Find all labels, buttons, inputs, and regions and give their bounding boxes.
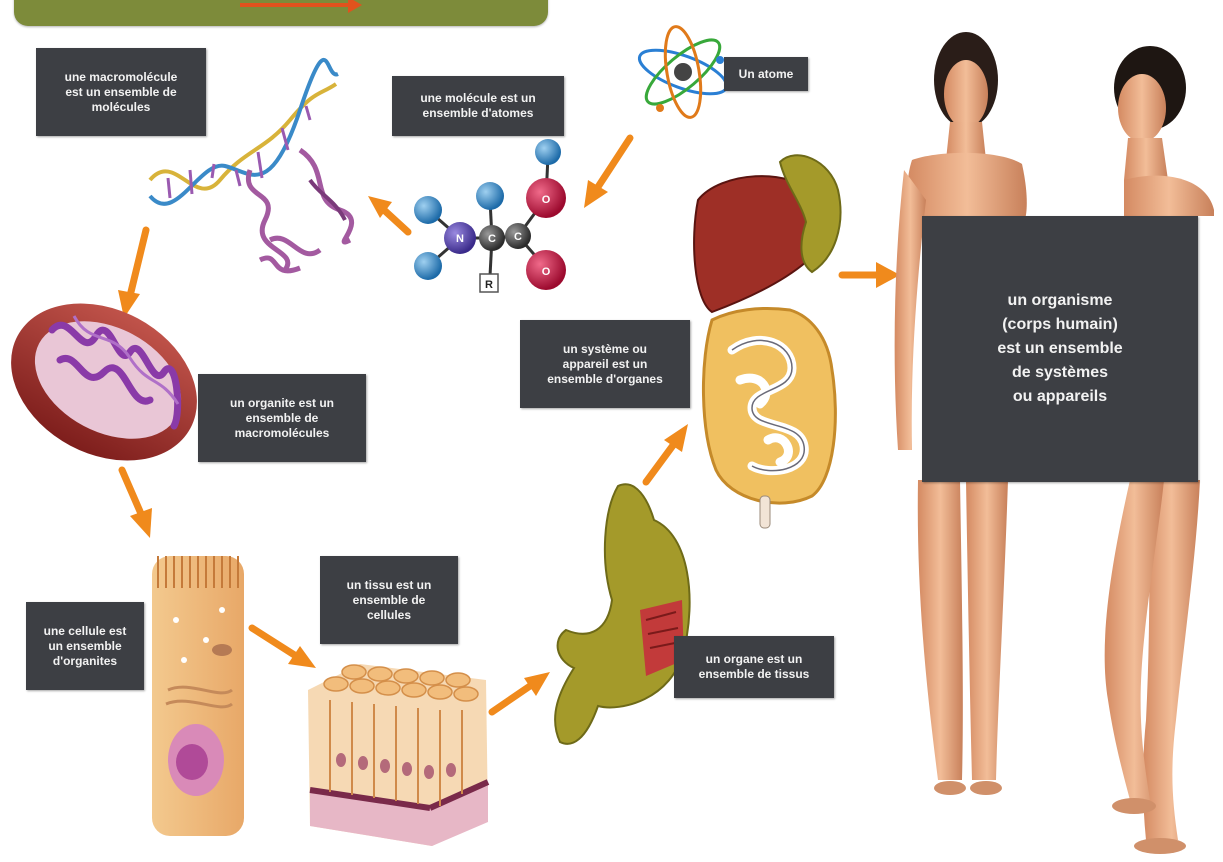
label-cellule-line3: d'organites bbox=[53, 654, 117, 669]
label-systeme-line1: un système ou bbox=[563, 342, 647, 357]
label-tissu-line1: un tissu est un bbox=[347, 578, 432, 593]
label-tissu-line2: ensemble de bbox=[353, 593, 426, 608]
tissue-illustration bbox=[308, 664, 488, 846]
label-organite-line1: un organite est un bbox=[230, 396, 334, 411]
label-molecule-line1: une molécule est un bbox=[420, 91, 535, 106]
label-organisme: un organisme (corps humain) est un ensem… bbox=[922, 216, 1198, 482]
label-organisme-line5: ou appareils bbox=[1013, 385, 1107, 409]
label-organe-line1: un organe est un bbox=[706, 652, 803, 667]
label-organite-line3: macromolécules bbox=[235, 426, 330, 441]
label-systeme-line3: ensemble d'organes bbox=[547, 372, 663, 387]
label-cellule-line1: une cellule est bbox=[44, 624, 127, 639]
label-organite-line2: ensemble de bbox=[246, 411, 319, 426]
label-atome: Un atome bbox=[724, 57, 808, 91]
label-systeme: un système ou appareil est un ensemble d… bbox=[520, 320, 690, 408]
atom-letter-c2: C bbox=[514, 231, 522, 243]
label-organite: un organite est un ensemble de macromolé… bbox=[198, 374, 366, 462]
label-organe: un organe est un ensemble de tissus bbox=[674, 636, 834, 698]
label-macromolecule: une macromolécule est un ensemble de mol… bbox=[36, 48, 206, 136]
label-macromolecule-line1: une macromolécule bbox=[65, 70, 178, 85]
cell-illustration bbox=[152, 556, 244, 836]
atom-letter-r: R bbox=[485, 279, 493, 291]
label-molecule: une molécule est un ensemble d'atomes bbox=[392, 76, 564, 136]
atom-illustration bbox=[634, 24, 731, 120]
label-tissu-line3: cellules bbox=[367, 608, 411, 623]
mitochondrion-illustration bbox=[0, 272, 224, 491]
atom-letter-c1: C bbox=[488, 233, 496, 245]
label-macromolecule-line2: est un ensemble de bbox=[65, 85, 176, 100]
label-organisme-line3: est un ensemble bbox=[997, 337, 1122, 361]
atom-letter-o1: O bbox=[542, 194, 551, 206]
stomach-illustration bbox=[555, 484, 690, 744]
digestive-system-illustration bbox=[694, 155, 840, 528]
label-organisme-line4: de systèmes bbox=[1012, 361, 1108, 385]
label-atome-line1: Un atome bbox=[739, 67, 794, 81]
label-organisme-line2: (corps humain) bbox=[1002, 313, 1118, 337]
label-cellule: une cellule est un ensemble d'organites bbox=[26, 602, 144, 690]
label-cellule-line2: un ensemble bbox=[48, 639, 121, 654]
atom-letter-o2: O bbox=[542, 266, 551, 278]
molecule-illustration: R N C C O O bbox=[414, 139, 566, 292]
label-tissu: un tissu est un ensemble de cellules bbox=[320, 556, 458, 644]
atom-letter-n: N bbox=[456, 233, 464, 245]
label-systeme-line2: appareil est un bbox=[563, 357, 648, 372]
label-macromolecule-line3: molécules bbox=[92, 100, 151, 115]
label-molecule-line2: ensemble d'atomes bbox=[423, 106, 534, 121]
label-organe-line2: ensemble de tissus bbox=[699, 667, 810, 682]
label-organisme-line1: un organisme bbox=[1008, 289, 1113, 313]
